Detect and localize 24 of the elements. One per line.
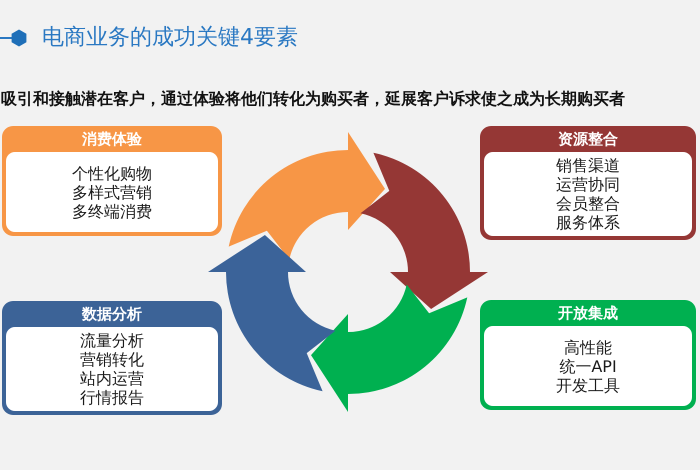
list-item: 会员整合 (556, 194, 620, 213)
category-card (480, 126, 696, 240)
card-heading: 开放集成 (558, 303, 618, 323)
list-item: 营销转化 (80, 350, 144, 369)
card-heading: 资源整合 (558, 129, 618, 149)
list-item: 高性能 (564, 338, 612, 356)
category-card (2, 126, 222, 236)
list-item: 多终端消费 (72, 202, 152, 220)
subtitle-text: 吸引和接触潜在客户，通过体验将他们转化为购买者，延展客户诉求使之成为长期购买者 (1, 88, 625, 110)
list-item: 销售渠道 (556, 156, 620, 175)
category-card (480, 300, 696, 410)
list-item: 服务体系 (556, 213, 620, 232)
list-item: 行情报告 (80, 388, 144, 407)
list-item: 运营协同 (556, 175, 620, 194)
list-item: 统一API (559, 356, 617, 376)
card-heading: 数据分析 (82, 304, 142, 324)
list-item: 开发工具 (556, 376, 620, 394)
list-item: 多样式营销 (72, 182, 152, 202)
list-item: 站内运营 (80, 369, 144, 388)
title-text: 电商业务的成功关键4要素 (42, 24, 298, 52)
category-card (2, 301, 222, 415)
list-item: 个性化购物 (72, 164, 152, 182)
card-heading: 消费体验 (82, 129, 142, 149)
list-item: 流量分析 (80, 331, 144, 350)
